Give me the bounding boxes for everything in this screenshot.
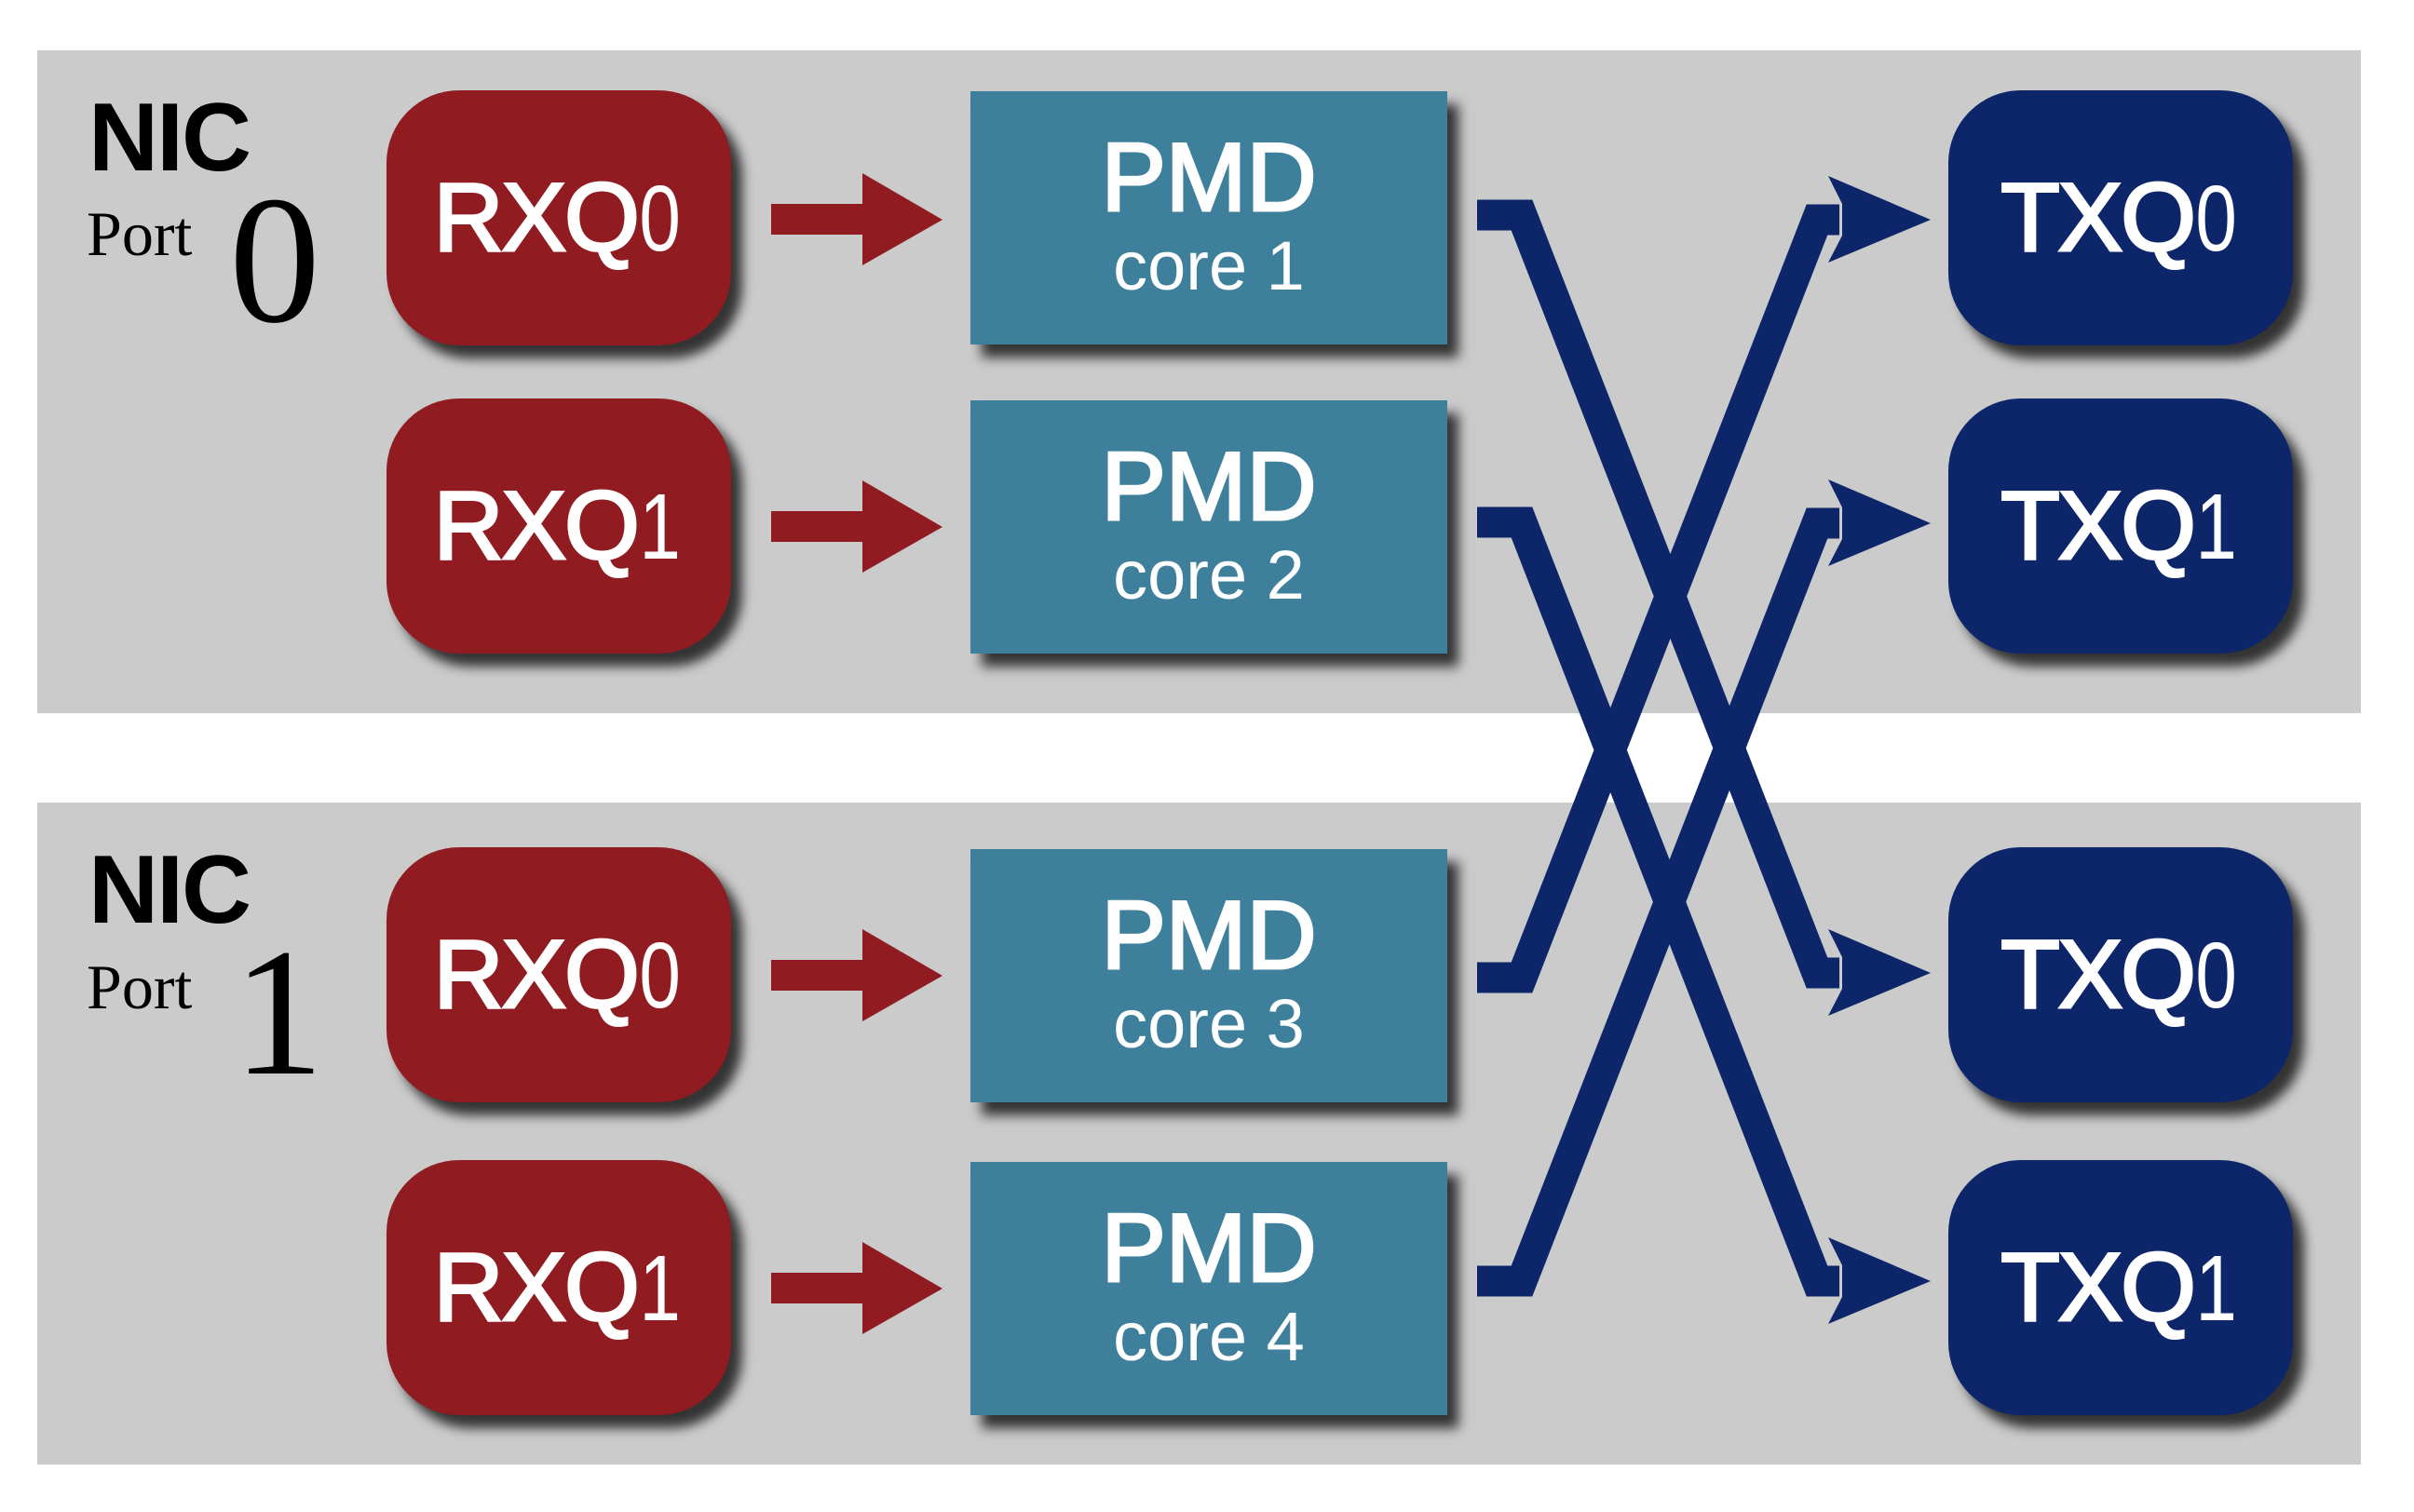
- rx-queue-index: 1: [639, 475, 680, 579]
- port-word-label-1: Port: [87, 952, 193, 1022]
- nic-label-port-1: NIC: [88, 836, 251, 944]
- pmd-core-2: PMD core 2: [970, 400, 1447, 654]
- pmd-core-label: core 2: [1113, 536, 1305, 614]
- tx-queue-index: 0: [2195, 924, 2236, 1028]
- rx-queue-prefix: RXQ: [432, 164, 641, 272]
- rx-queue-prefix: RXQ: [432, 472, 641, 580]
- rx-queue-index: 0: [639, 167, 680, 271]
- rx-queue-index: 0: [639, 924, 680, 1028]
- tx-queue-prefix: TXQ: [2000, 472, 2198, 580]
- tx-queue-prefix: TXQ: [2000, 1234, 2198, 1342]
- tx-queue-prefix: TXQ: [2000, 164, 2198, 272]
- pmd-core-label: core 4: [1113, 1298, 1305, 1375]
- pmd-core-3: PMD core 3: [970, 849, 1447, 1102]
- tx-queue-index: 1: [2195, 475, 2236, 579]
- rx-queue-index: 1: [639, 1236, 680, 1341]
- pmd-core-label: core 1: [1113, 227, 1305, 304]
- pmd-core-4: PMD core 4: [970, 1162, 1447, 1415]
- pmd-core-1: PMD core 1: [970, 91, 1447, 344]
- pmd-title: PMD: [1100, 433, 1318, 541]
- pmd-title: PMD: [1100, 882, 1318, 990]
- nic-label-port-0: NIC: [88, 84, 251, 192]
- rx-queue-prefix: RXQ: [432, 921, 641, 1029]
- port-number-1: 1: [233, 911, 324, 1114]
- tx-queue-index: 1: [2195, 1236, 2236, 1341]
- rx-queue-prefix: RXQ: [432, 1234, 641, 1342]
- pmd-core-label: core 3: [1113, 985, 1305, 1062]
- tx-queue-index: 0: [2195, 167, 2236, 271]
- tx-queue-prefix: TXQ: [2000, 921, 2198, 1029]
- port-word-label-0: Port: [87, 198, 193, 269]
- pmd-title: PMD: [1100, 1195, 1318, 1303]
- port-number-0: 0: [229, 159, 320, 361]
- pmd-title: PMD: [1100, 124, 1318, 232]
